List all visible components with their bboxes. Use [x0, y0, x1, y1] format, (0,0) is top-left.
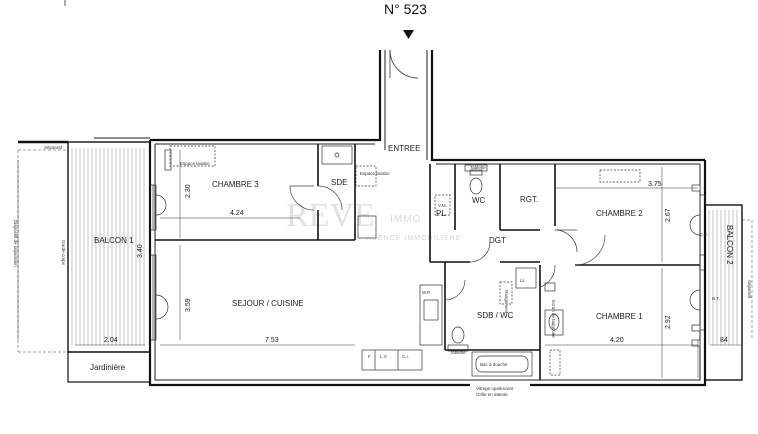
interior-walls: [155, 144, 700, 380]
note-f: F: [368, 354, 371, 359]
label-ll: LL: [520, 278, 526, 283]
balcony-2: [704, 204, 753, 381]
watermark: REVE IMMO AGENCE IMMOBILIERE: [286, 197, 461, 242]
label-balcon-1: BALCON 1: [94, 236, 134, 245]
balcony-1: [17, 140, 151, 383]
watermark-tagline: AGENCE IMMOBILIERE: [366, 235, 461, 242]
note-separatif-right: Séparatif: [747, 280, 752, 299]
note-mp: M.P.: [422, 290, 431, 295]
note-espace-lv: Espace lavabo: [180, 161, 210, 166]
label-dgt: DGT: [489, 236, 506, 245]
note-tablette-2: Tablette: [450, 350, 466, 355]
label-sde: SDE: [331, 178, 347, 187]
note-separatif-left: Séparatif: [44, 145, 63, 150]
note-garde-corps: Garde-corps: [61, 240, 66, 266]
watermark-brand: IMMO: [390, 214, 421, 225]
note-grille: Grille en attente: [476, 392, 508, 397]
dim-ch3-width: 4.24: [230, 210, 244, 217]
room-labels: ENTREE CHAMBRE 3 SDE SEJOUR / CUISINE PL…: [90, 144, 734, 372]
label-chambre-3: CHAMBRE 3: [212, 180, 259, 189]
dim-sejour-height: 3.59: [185, 298, 192, 312]
note-dispositif: Dispositif de séparation: [13, 220, 18, 267]
label-chambre-1: CHAMBRE 1: [596, 312, 643, 321]
note-espace-lv-2: Espace lavabo: [360, 171, 390, 176]
dim-balcon2-width: 84: [720, 337, 728, 344]
note-ci: C.I.: [402, 354, 409, 359]
dim-sejour-width: 7.53: [265, 337, 279, 344]
dim-balcon1-width: 2.04: [104, 337, 118, 344]
dim-ch2-width: 3.75: [648, 181, 662, 188]
dim-ch3-height: 2.30: [185, 184, 192, 198]
label-entree: ENTREE: [388, 144, 420, 153]
label-jardiniere: Jardinière: [90, 363, 126, 372]
left-windows: [149, 149, 172, 341]
label-chambre-2: CHAMBRE 2: [596, 209, 643, 218]
note-vm: V.M.: [438, 203, 447, 208]
note-rangement: Rangement: [504, 290, 509, 314]
label-wc: WC: [472, 196, 486, 205]
dimension-lines: [17, 150, 699, 378]
label-rgt: RGT.: [520, 195, 538, 204]
plan-number: N° 523: [384, 1, 427, 17]
label-balcon-2: BALCON 2: [725, 225, 734, 265]
note-vitrage: Vitrage opalescent: [476, 386, 514, 391]
annotations: Séparatif Séparatif Espace lavabo Espace…: [13, 145, 752, 397]
dim-ch2-height: 2.67: [665, 208, 672, 222]
entrance-arrow-icon: [403, 30, 414, 39]
note-ecran: Ecran de baignoire: [551, 300, 556, 338]
note-bt: B.T.: [712, 296, 720, 301]
note-tablette: Tablette: [470, 165, 486, 170]
label-pl: PL: [436, 209, 446, 218]
dim-ch1-width: 4.20: [610, 337, 624, 344]
watermark-logo: REVE: [286, 197, 375, 234]
note-ct: C.T.: [700, 232, 708, 237]
inner-outline: [94, 50, 701, 381]
interior-doors: [289, 185, 606, 301]
dim-ch1-height: 2.92: [665, 315, 672, 329]
entrance-door-swing: [389, 49, 419, 79]
note-lv: L.V.: [380, 354, 388, 359]
fixtures: [169, 145, 641, 377]
label-sejour: SEJOUR / CUISINE: [232, 299, 304, 308]
note-bac: Bac à douche: [480, 362, 508, 367]
label-sdb-wc: SDB / WC: [477, 311, 514, 320]
dimension-labels: 2.30 4.24 3.40 3.59 7.53 2.04 3.75 2.67 …: [104, 181, 728, 344]
dim-sejour-side: 3.40: [137, 244, 144, 258]
